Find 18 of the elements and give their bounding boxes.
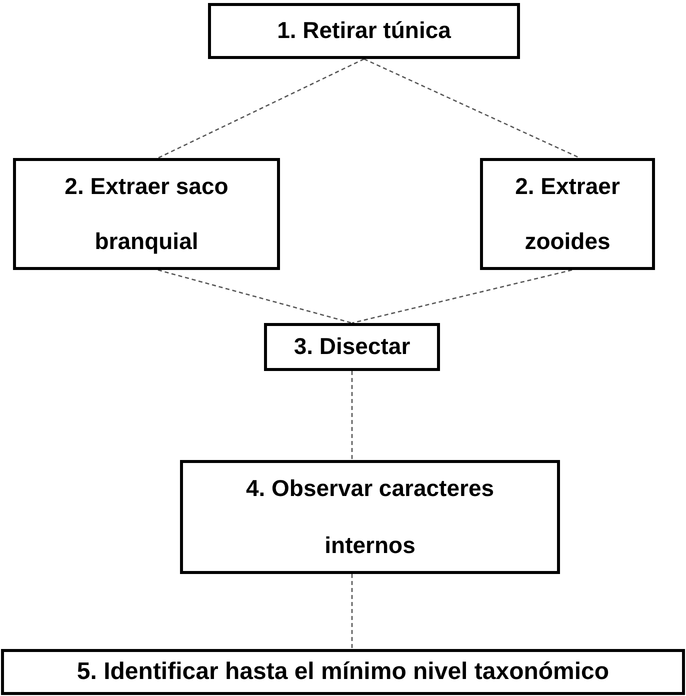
- dashed-connector: [351, 574, 353, 649]
- process-box: [264, 323, 440, 371]
- dashed-connector: [352, 269, 572, 324]
- process-box: [13, 158, 280, 270]
- step-text: 5. Identificar hasta el mínimo nivel taxonómico: [76, 658, 610, 686]
- dashed-connector: [351, 371, 353, 460]
- dashed-connector: [158, 269, 352, 324]
- process-box: [208, 3, 520, 59]
- process-box: [180, 460, 560, 574]
- dashed-connector: [158, 58, 364, 159]
- process-box: [1, 649, 685, 695]
- dashed-connector: [364, 58, 580, 159]
- step-text: 1. Retirar túnica: [277, 17, 451, 45]
- step-text: 3. Disectar: [294, 333, 410, 361]
- step-text: 2. Extraer saco branquial: [64, 172, 230, 256]
- step-text: 4. Observar caracteres internos: [244, 474, 496, 560]
- process-box: [480, 158, 655, 270]
- step-text: 2. Extraer zooides: [514, 172, 621, 256]
